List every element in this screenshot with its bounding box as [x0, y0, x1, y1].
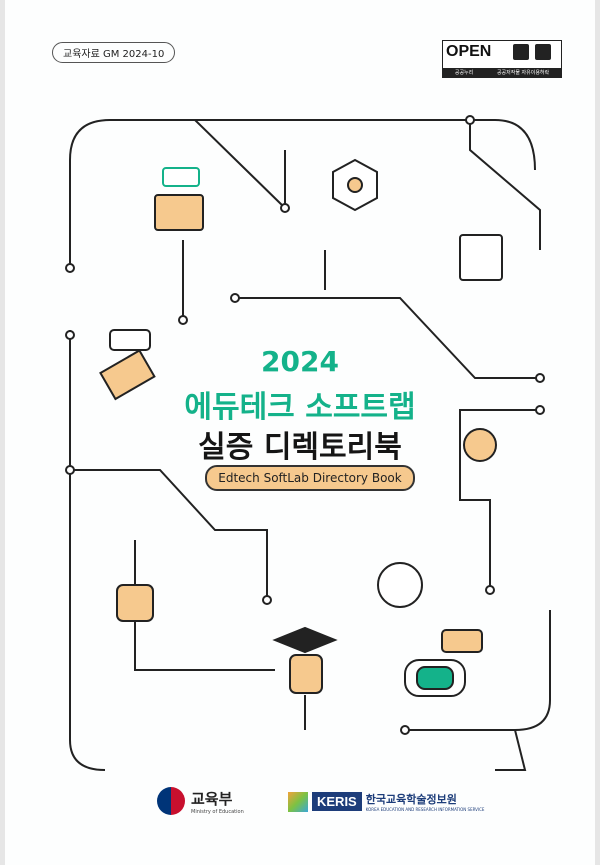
- title-line1: 에듀테크 소프트랩: [184, 390, 416, 425]
- moe-name: 교육부: [191, 789, 233, 808]
- noncommercial-icon: [535, 44, 551, 60]
- open-logo: OPEN: [446, 43, 492, 60]
- keris-abbr: KERIS: [312, 792, 362, 811]
- english-title-pill: Edtech SoftLab Directory Book: [205, 465, 415, 491]
- cover-page: 교육자료 GM 2024-10 OPEN 공공누리 공공저작물 자유이용허락 20…: [5, 0, 595, 865]
- hand-chip-icon: [463, 428, 497, 462]
- moe-english: Ministry of Education: [191, 808, 244, 815]
- kogl-license-badge: OPEN 공공누리 공공저작물 자유이용허락: [442, 40, 562, 78]
- circuit-line: [69, 330, 106, 771]
- taegeuk-emblem-icon: [157, 787, 185, 815]
- title-line2: 실증 디렉토리북: [198, 430, 402, 465]
- chip-icon: [99, 349, 156, 401]
- settings-gear-icon: [377, 562, 423, 608]
- graduation-chip-icon: [289, 654, 323, 694]
- circuit-illustration: [65, 115, 551, 771]
- document-code: 교육자료 GM 2024-10: [52, 42, 176, 63]
- server-icon: [459, 234, 503, 281]
- ai-brain-icon: [116, 584, 154, 622]
- license-label-right: 공공저작물 자유이용허락: [496, 70, 550, 76]
- attribution-icon: [513, 44, 529, 60]
- circuit-line: [69, 119, 286, 268]
- keris-name: 한국교육학술정보원: [365, 793, 457, 806]
- laptop-icon: [154, 194, 204, 231]
- license-label: 공공누리: [454, 70, 474, 76]
- keris-english: KOREA EDUCATION AND RESEARCH INFORMATION…: [365, 807, 485, 812]
- title-year: 2024: [261, 345, 339, 378]
- keris-emblem-icon: [288, 791, 308, 812]
